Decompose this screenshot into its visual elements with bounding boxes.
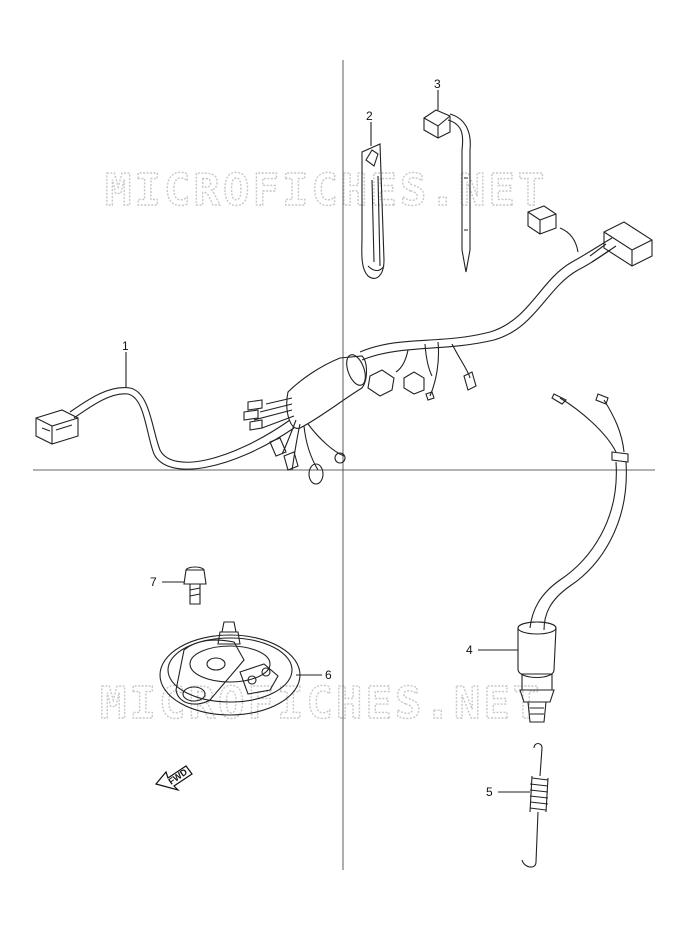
callout-leaders (125, 90, 530, 793)
part-2-terminal (361, 143, 385, 279)
harness-terminal-fan (243, 397, 346, 485)
callout-2: 2 (366, 109, 373, 123)
part-7-bolt (183, 566, 207, 605)
watermark-top: MICROFICHES.NET (105, 165, 547, 216)
callout-4: 4 (466, 643, 473, 657)
fwd-arrow-icon: FWD (154, 765, 193, 792)
callout-5: 5 (486, 785, 493, 799)
harness-left-connector (35, 409, 79, 445)
callout-6: 6 (325, 668, 332, 682)
callout-1: 1 (122, 339, 129, 353)
wiring-harness (35, 205, 653, 485)
part-3-lead (423, 109, 471, 273)
callout-7: 7 (150, 575, 157, 589)
harness-right-connector (589, 221, 653, 267)
harness-branch-connectors (367, 369, 477, 401)
part-5-spring (521, 742, 549, 868)
callout-3: 3 (434, 77, 441, 91)
part-4-switch (517, 393, 629, 723)
watermark-bottom: MICROFICHES.NET (100, 678, 542, 729)
harness-small-connector (527, 205, 557, 235)
